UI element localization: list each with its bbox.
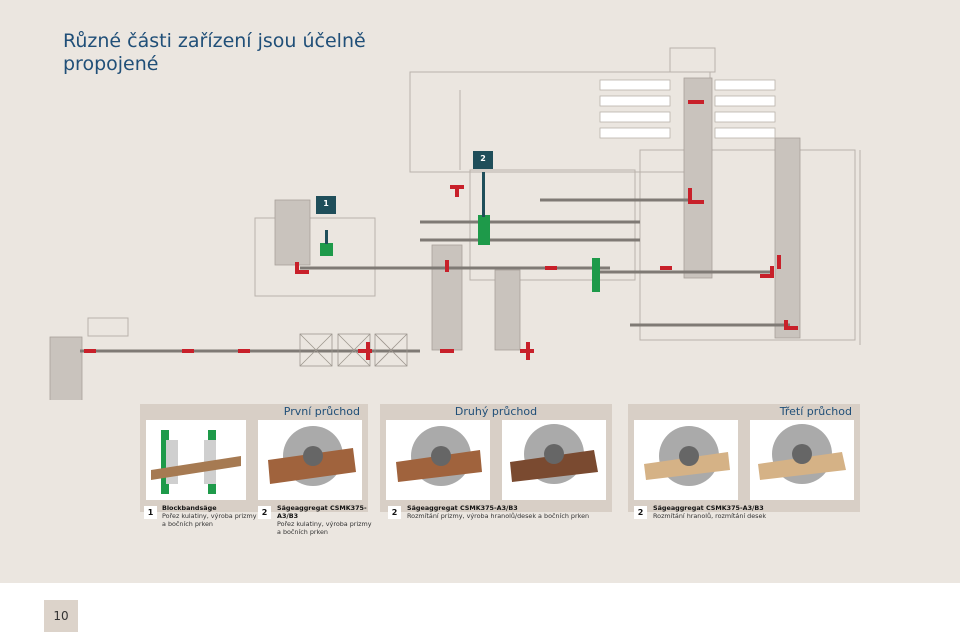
caption-number-2: 2 — [258, 506, 271, 519]
caption-2-text: Pořez kulatiny, výroba prizmy a bočních … — [277, 520, 372, 536]
pass-second-label: Druhý průchod — [454, 405, 538, 418]
pass-panel-second: Druhý průchod — [380, 404, 612, 512]
caption-number-3: 2 — [388, 506, 401, 519]
caption-3: Sägeaggregat CSMK375-A3/B3 Rozmítání pri… — [407, 504, 607, 520]
caption-1-name: Blockbandsäge — [162, 504, 217, 512]
pass-third-label: Třetí průchod — [779, 405, 852, 418]
pass-panel-third: Třetí průchod — [628, 404, 860, 512]
caption-number-1: 1 — [144, 506, 157, 519]
caption-3-name: Sägeaggregat CSMK375-A3/B3 — [407, 504, 518, 512]
caption-4-name: Sägeaggregat CSMK375-A3/B3 — [653, 504, 764, 512]
caption-4-text: Rozmítání hranolů, rozmítání desek — [653, 512, 767, 520]
photo-band-saw — [146, 420, 246, 500]
caption-2-name: Sägeaggregat CSMK375-A3/B3 — [277, 504, 367, 520]
page-title: Různé části zařízení jsou účelně propoje… — [63, 30, 366, 75]
pass-panel-first: První průchod — [140, 404, 368, 512]
page-number: 10 — [44, 600, 78, 632]
marker-2-label: 2 — [480, 154, 486, 163]
photo-saw-aggregate-board — [750, 420, 854, 500]
caption-1: Blockbandsäge Pořez kulatiny, výroba pri… — [162, 504, 257, 528]
caption-number-4: 2 — [634, 506, 647, 519]
caption-4: Sägeaggregat CSMK375-A3/B3 Rozmítání hra… — [653, 504, 803, 520]
photo-saw-aggregate-prism-2 — [502, 420, 606, 500]
pass-first-label: První průchod — [283, 405, 360, 418]
caption-1-text: Pořez kulatiny, výroba prizmy a bočních … — [162, 512, 257, 528]
photo-saw-aggregate-prism — [386, 420, 490, 500]
floor-plan-diagram — [49, 47, 861, 400]
caption-2: Sägeaggregat CSMK375-A3/B3 Pořez kulatin… — [277, 504, 377, 536]
marker-1-label: 1 — [323, 199, 329, 208]
caption-3-text: Rozmítání prizmy, výroba hranolů/desek a… — [407, 512, 590, 520]
photo-saw-aggregate-beam — [634, 420, 738, 500]
photo-saw-aggregate-log — [258, 420, 362, 500]
